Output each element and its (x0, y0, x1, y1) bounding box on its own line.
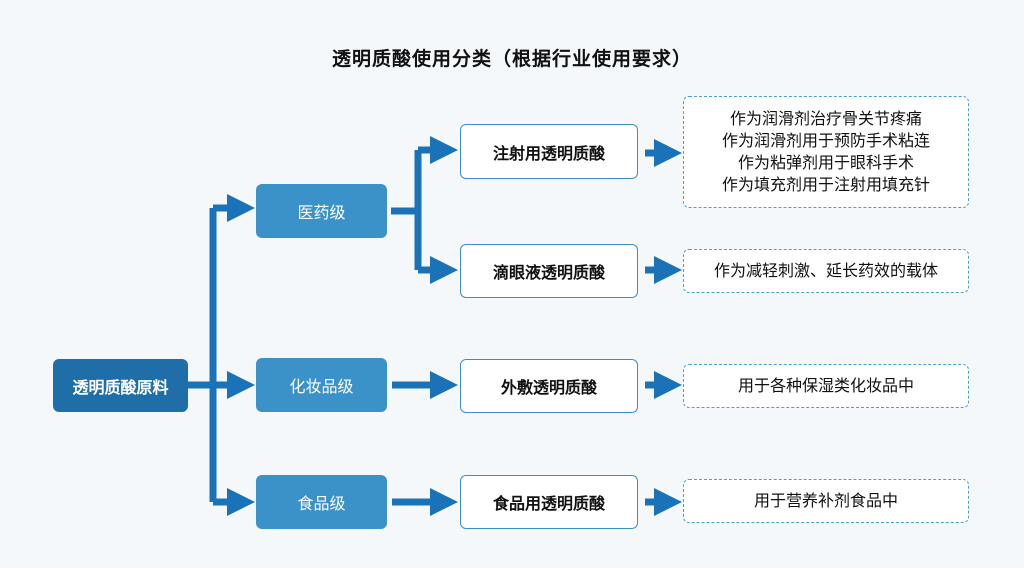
diagram-title: 透明质酸使用分类（根据行业使用要求） (331, 48, 692, 70)
usage-line: 作为填充剂用于注射用填充针 (721, 175, 930, 194)
product-topical: 外敷透明质酸 (460, 359, 638, 413)
grade-cosmetic: 化妆品级 (256, 358, 387, 412)
product-injection: 注射用透明质酸 (460, 124, 638, 179)
grade-medical: 医药级 (256, 184, 387, 238)
grade-food: 食品级 (256, 475, 387, 529)
usage-eyedrop: 作为减轻刺激、延长药效的载体 (683, 249, 969, 293)
usage-topical: 用于各种保湿类化妆品中 (683, 364, 969, 408)
root-node: 透明质酸原料 (53, 359, 188, 412)
usage-injection: 作为润滑剂治疗骨关节疼痛 作为润滑剂用于预防手术粘连 作为粘弹剂用于眼科手术 作… (683, 96, 969, 208)
product-food: 食品用透明质酸 (460, 475, 638, 529)
usage-line: 用于各种保湿类化妆品中 (737, 376, 914, 395)
product-eyedrop: 滴眼液透明质酸 (460, 244, 638, 298)
usage-line: 作为粘弹剂用于眼科手术 (737, 153, 914, 172)
usage-line: 用于营养补剂食品中 (753, 491, 898, 510)
usage-line: 作为润滑剂治疗骨关节疼痛 (729, 109, 922, 128)
usage-food: 用于营养补剂食品中 (683, 479, 969, 523)
usage-line: 作为润滑剂用于预防手术粘连 (721, 131, 930, 150)
usage-line: 作为减轻刺激、延长药效的载体 (713, 261, 938, 280)
